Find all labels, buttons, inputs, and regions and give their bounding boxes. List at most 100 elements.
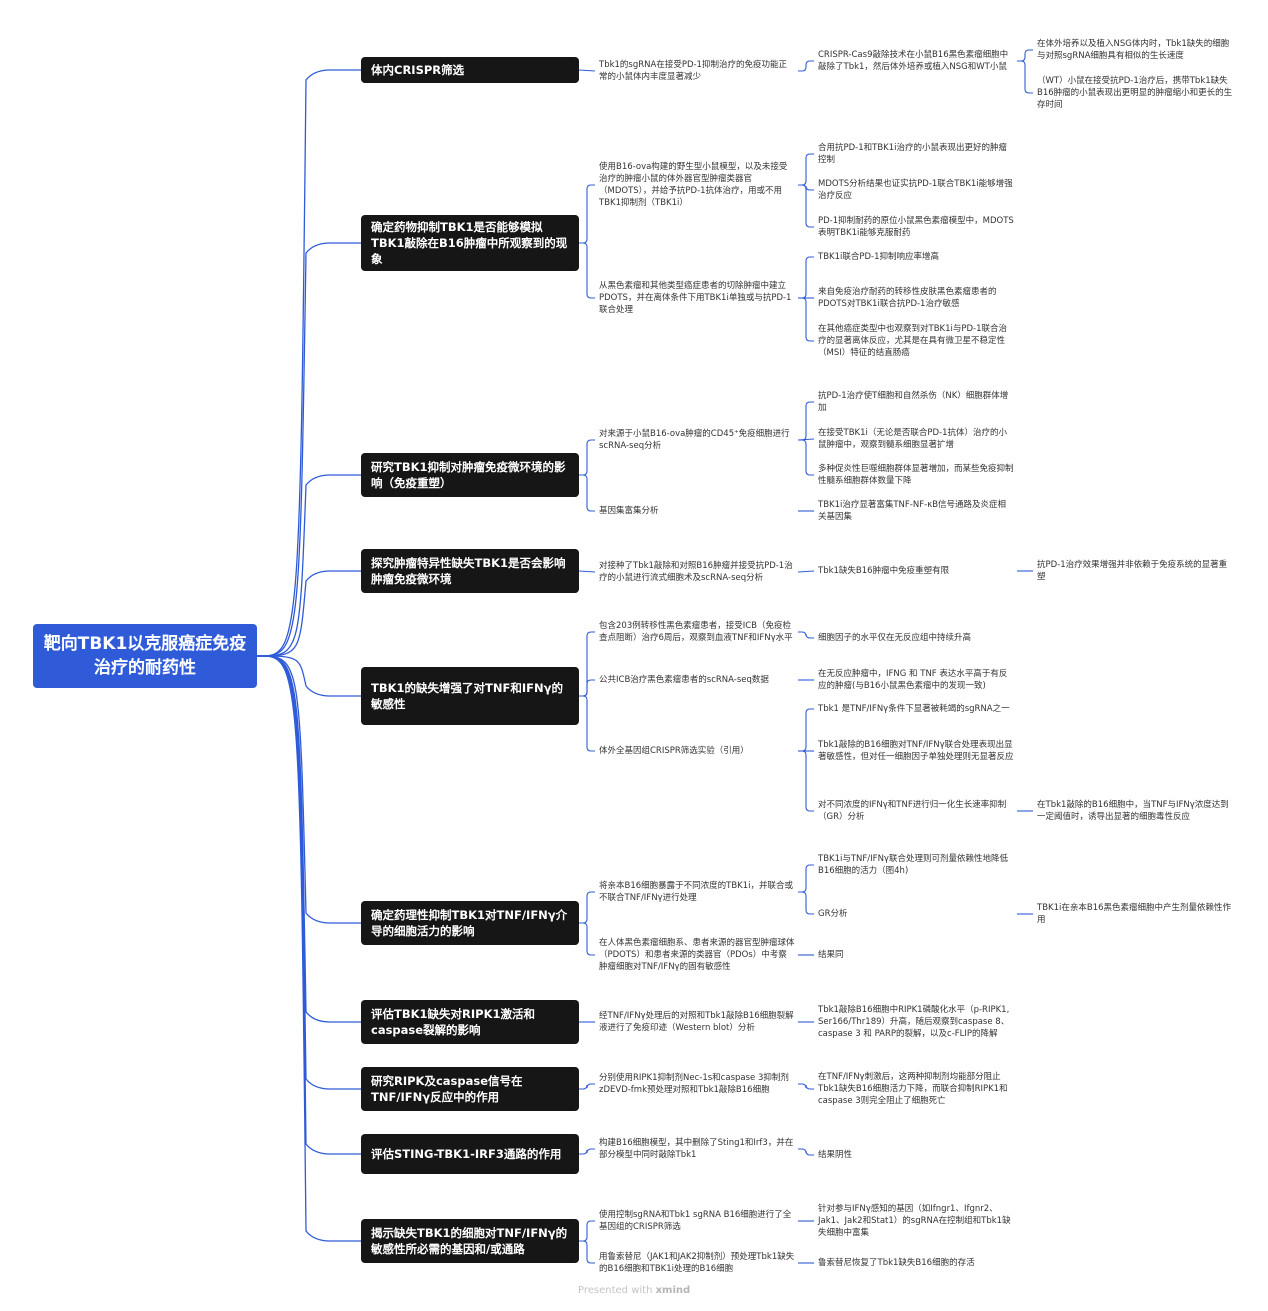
connector-3-1-3 bbox=[798, 439, 814, 476]
main-topic-7[interactable]: 评估TBK1缺失对RIPK1激活和caspase裂解的影响 bbox=[361, 1000, 579, 1044]
main-topic-5[interactable]: TBK1的缺失增强了对TNF和IFNγ的敏感性 bbox=[361, 667, 579, 725]
subtopic-3-2[interactable]: 基因集富集分析 bbox=[599, 506, 659, 516]
root-connector-5 bbox=[257, 655, 361, 697]
connector-4-1 bbox=[578, 570, 596, 573]
detail-5-3-1[interactable]: Tbk1 是TNF/IFNγ条件下显著被耗竭的sgRNA之一 bbox=[818, 704, 1010, 714]
connector-2-2 bbox=[579, 242, 595, 299]
subtopic-5-2[interactable]: 公共ICB治疗黑色素瘤患者的scRNA-seq数据 bbox=[599, 675, 769, 685]
root-connector-7 bbox=[257, 655, 361, 1023]
main-topic-1[interactable]: 体内CRISPR筛选 bbox=[361, 57, 579, 83]
root-connector-9 bbox=[257, 655, 361, 1155]
connector-8-1 bbox=[579, 1083, 595, 1090]
detail-5-3-2[interactable]: Tbk1敲除的B16细胞对TNF/IFNγ联合处理表现出显著敏感性，但对任一细胞… bbox=[818, 740, 1014, 762]
connector-5-3-3 bbox=[798, 750, 814, 812]
subtopic-2-2[interactable]: 从黑色素瘤和其他类型癌症患者的切除肿瘤中建立PDOTS，并在离体条件下用TBK1… bbox=[599, 281, 792, 315]
main-topic-9[interactable]: 评估STING-TBK1-IRF3通路的作用 bbox=[361, 1134, 579, 1174]
detail-5-1-1[interactable]: 细胞因子的水平仅在无反应组中持续升高 bbox=[818, 633, 972, 643]
detail-3-2-1[interactable]: TBK1i治疗显著富集TNF-NF-κB信号通路及炎症相关基因集 bbox=[818, 500, 1007, 522]
leaf-1-1-1-2[interactable]: （WT）小鼠在接受抗PD-1治疗后，携带Tbk1缺失B16肿瘤的小鼠表现出更明显… bbox=[1037, 76, 1233, 110]
main-topic-10[interactable]: 揭示缺失TBK1的细胞对TNF/IFNγ的敏感性所必需的基因和/或通路 bbox=[361, 1219, 579, 1263]
subtopic-7-1[interactable]: 经TNF/IFNγ处理后的对照和Tbk1敲除B16细胞裂解液进行了免疫印迹（We… bbox=[599, 1011, 794, 1033]
detail-6-1-1[interactable]: TBK1i与TNF/IFNγ联合处理则可剂量依赖性地降低B16细胞的活力（图4h… bbox=[818, 854, 1008, 876]
connector-3-1 bbox=[579, 439, 595, 476]
root-connector-8 bbox=[257, 655, 361, 1090]
detail-2-2-2[interactable]: 来自免疫治疗耐药的转移性皮肤黑色素瘤患者的PDOTS对TBK1i联合抗PD-1治… bbox=[818, 287, 997, 309]
connector-6-1-1 bbox=[798, 864, 814, 893]
leaf-5-3-3-1[interactable]: 在Tbk1敲除的B16细胞中，当TNF与IFNγ浓度达到一定阈值时，诱导出显著的… bbox=[1037, 800, 1229, 822]
detail-3-1-1[interactable]: 抗PD-1治疗使T细胞和自然杀伤（NK）细胞群体增加 bbox=[818, 391, 1009, 413]
detail-10-2-1[interactable]: 鲁索替尼恢复了Tbk1缺失B16细胞的存活 bbox=[818, 1258, 975, 1268]
connector-5-2 bbox=[579, 679, 595, 697]
connector-5-1-1 bbox=[798, 631, 814, 639]
detail-6-2-1[interactable]: 结果同 bbox=[818, 950, 844, 960]
main-topic-2[interactable]: 确定药物抑制TBK1是否能够模拟TBK1敲除在B16肿瘤中所观察到的现象 bbox=[361, 215, 579, 271]
detail-5-2-1[interactable]: 在无反应肿瘤中，IFNG 和 TNF 表达水平高于有反应的肿瘤(与B16小鼠黑色… bbox=[818, 669, 1008, 691]
connector-1-1-1-2 bbox=[1017, 60, 1033, 94]
connector-3-1-1 bbox=[798, 401, 814, 441]
detail-2-2-3[interactable]: 在其他癌症类型中也观察到对TBK1i与PD-1联合治疗的显著离体反应，尤其是在具… bbox=[818, 324, 1008, 358]
main-topic-3[interactable]: 研究TBK1抑制对肿瘤免疫微环境的影响（免疫重塑） bbox=[361, 453, 579, 497]
connector-8-1-1 bbox=[798, 1083, 814, 1090]
connector-10-1 bbox=[579, 1220, 595, 1242]
subtopic-6-2[interactable]: 在人体黑色素瘤细胞系、患者来源的器官型肿瘤球体（PDOTS）和患者来源的类器官（… bbox=[599, 938, 795, 972]
detail-8-1-1[interactable]: 在TNF/IFNγ刺激后，这两种抑制剂均能部分阻止Tbk1缺失B16细胞活力下降… bbox=[818, 1072, 1008, 1106]
xmind-logo: xmind bbox=[655, 1285, 691, 1296]
subtopic-5-1[interactable]: 包含203例转移性黑色素瘤患者，接受ICB（免疫检查点阻断）治疗6周后，观察到血… bbox=[599, 621, 793, 643]
subtopic-1-1[interactable]: Tbk1的sgRNA在接受PD-1抑制治疗的免疫功能正常的小鼠体内丰度显著减少 bbox=[599, 60, 787, 82]
subtopic-10-2[interactable]: 用鲁索替尼（JAK1和JAK2抑制剂）预处理Tbk1缺失的B16细胞和TBK1i… bbox=[599, 1252, 795, 1274]
root-connector-10 bbox=[257, 655, 361, 1242]
connector-2-1-1 bbox=[798, 153, 814, 186]
detail-3-1-2[interactable]: 在接受TBK1i（无论是否联合PD-1抗体）治疗的小鼠肿瘤中，观察到髓系细胞显著… bbox=[818, 428, 1008, 450]
subtopic-10-1[interactable]: 使用控制sgRNA和Tbk1 sgRNA B16细胞进行了全基因组的CRISPR… bbox=[599, 1210, 792, 1232]
connector-1-1-1-1 bbox=[1017, 49, 1033, 62]
connector-3-2 bbox=[579, 474, 595, 512]
detail-7-1-1[interactable]: Tbk1敲除B16细胞中RIPK1磷酸化水平（p-RIPK1, Ser166/T… bbox=[818, 1005, 1010, 1039]
connector-9-1-1 bbox=[798, 1148, 814, 1156]
footer-prefix: Presented with bbox=[578, 1285, 653, 1296]
connector-1-1-1 bbox=[798, 60, 814, 72]
connector-6-1 bbox=[579, 891, 595, 924]
connector-9-1 bbox=[579, 1148, 595, 1155]
root-connector-1 bbox=[257, 69, 361, 657]
connector-6-1-2 bbox=[798, 891, 814, 915]
subtopic-3-1[interactable]: 对来源于小鼠B16-ova肿瘤的CD45⁺免疫细胞进行scRNA-seq分析 bbox=[599, 429, 790, 451]
leaf-6-1-2-1[interactable]: TBK1i在亲本B16黑色素瘤细胞中产生剂量依赖性作用 bbox=[1037, 903, 1232, 925]
connector-10-2 bbox=[579, 1240, 595, 1264]
detail-9-1-1[interactable]: 结果阴性 bbox=[818, 1150, 853, 1160]
leaf-1-1-1-1[interactable]: 在体外培养以及植入NSG体内时，Tbk1缺失的细胞与对照sgRNA细胞具有相似的… bbox=[1037, 39, 1230, 61]
detail-2-1-3[interactable]: PD-1抑制耐药的原位小鼠黑色素瘤模型中，MDOTS表明TBK1i能够克服耐药 bbox=[818, 216, 1014, 238]
root-connector-3 bbox=[257, 474, 361, 657]
detail-3-1-3[interactable]: 多种促炎性巨噬细胞群体显著増加，而某些免疫抑制性髓系细胞群体数量下降 bbox=[818, 464, 1014, 486]
detail-4-1-1[interactable]: Tbk1缺失B16肿瘤中免疫重塑有限 bbox=[818, 566, 950, 576]
main-topic-4[interactable]: 探究肿瘤特异性缺失TBK1是否会影响肿瘤免疫微环境 bbox=[361, 549, 579, 593]
connector-4-1-1 bbox=[797, 570, 815, 573]
subtopic-4-1[interactable]: 对接种了Tbk1敲除和对照B16肿瘤并接受抗PD-1治疗的小鼠进行流式细胞术及s… bbox=[599, 561, 793, 583]
footer-watermark: Presented with xmind bbox=[578, 1285, 690, 1296]
subtopic-6-1[interactable]: 将亲本B16细胞暴露于不同浓度的TBK1i，并联合或不联合TNF/IFNγ进行处… bbox=[599, 881, 794, 903]
detail-5-3-3[interactable]: 对不同浓度的IFNγ和TNF进行归一化生长速率抑制（GR）分析 bbox=[818, 800, 1007, 822]
subtopic-2-1[interactable]: 使用B16-ova构建的野生型小鼠模型，以及未接受治疗的肿瘤小鼠的体外器官型肿瘤… bbox=[599, 162, 788, 208]
root-connector-2 bbox=[257, 242, 361, 657]
detail-2-2-1[interactable]: TBK1i联合PD-1抑制响应率增高 bbox=[818, 252, 940, 262]
connector-5-3 bbox=[579, 695, 595, 752]
main-topic-8[interactable]: 研究RIPK及caspase信号在TNF/IFNγ反应中的作用 bbox=[361, 1067, 579, 1111]
root-topic[interactable]: 靶向TBK1以克服癌症免疫治疗的耐药性 bbox=[33, 624, 257, 688]
connector-6-2 bbox=[579, 922, 595, 956]
root-connector-4 bbox=[257, 570, 361, 657]
detail-10-1-1[interactable]: 针对参与IFNγ感知的基因（如Ifngr1、Ifgnr2、Jak1、Jak2和S… bbox=[818, 1204, 1011, 1238]
detail-2-1-1[interactable]: 合用抗PD-1和TBK1i治疗的小鼠表现出更好的肿瘤控制 bbox=[818, 143, 1008, 165]
connector-5-3-1 bbox=[798, 708, 814, 752]
detail-1-1-1[interactable]: CRISPR-Cas9敲除技术在小鼠B16黑色素瘤细胞中敲除了Tbk1，然后体外… bbox=[818, 50, 1009, 72]
detail-2-1-2[interactable]: MDOTS分析结果也证实抗PD-1联合TBK1i能够增强治疗反应 bbox=[818, 179, 1013, 201]
subtopic-9-1[interactable]: 构建B16细胞模型，其中删除了Sting1和Irf3，并在部分模型中同时敲除Tb… bbox=[599, 1138, 794, 1160]
connector-1-1 bbox=[578, 69, 596, 72]
subtopic-5-3[interactable]: 体外全基因组CRISPR筛选实验（引用） bbox=[599, 746, 749, 756]
leaf-4-1-1-1[interactable]: 抗PD-1治疗效果增强并非依赖于免疫系统的显著重塑 bbox=[1037, 560, 1228, 582]
detail-6-1-2[interactable]: GR分析 bbox=[818, 909, 848, 919]
connector-2-1 bbox=[579, 184, 595, 244]
subtopic-8-1[interactable]: 分别使用RIPK1抑制剂Nec-1s和caspase 3抑制剂zDEVD-fmk… bbox=[599, 1073, 789, 1095]
main-topic-6[interactable]: 确定药理性抑制TBK1对TNF/IFNγ介导的细胞活力的影响 bbox=[361, 901, 579, 945]
root-connector-6 bbox=[257, 655, 361, 924]
connector-2-2-1 bbox=[798, 256, 814, 299]
